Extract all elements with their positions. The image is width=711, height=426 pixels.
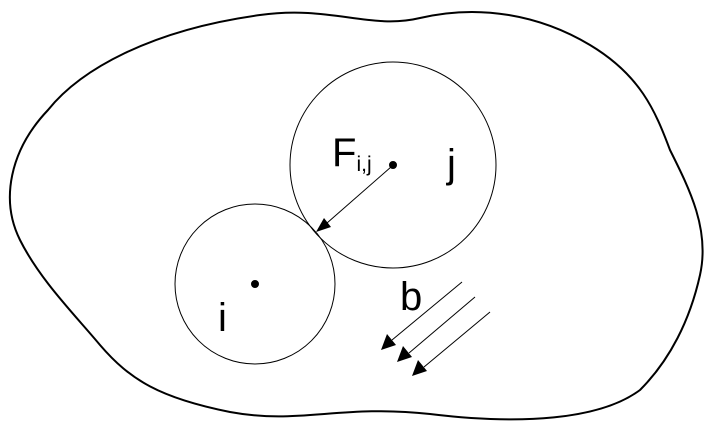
body-force-label: b (400, 275, 422, 319)
body-force-arrows (381, 281, 491, 376)
body-force-arrow-3 (412, 311, 491, 376)
particle-j-circle (289, 61, 497, 269)
particle-j-center-dot (389, 161, 397, 169)
particle-j-label: j (446, 142, 456, 186)
force-arrow (316, 166, 392, 232)
particle-i-center-dot (251, 280, 259, 288)
particle-i-circle (174, 203, 336, 365)
particle-i-label: i (218, 296, 227, 340)
force-label: Fi,j (332, 131, 372, 176)
force-label-subscript: i,j (356, 153, 371, 176)
body-force-arrow-1 (381, 281, 463, 350)
domain-boundary (9, 10, 704, 421)
body-force-arrow-2 (397, 296, 476, 362)
force-label-main: F (332, 131, 356, 175)
